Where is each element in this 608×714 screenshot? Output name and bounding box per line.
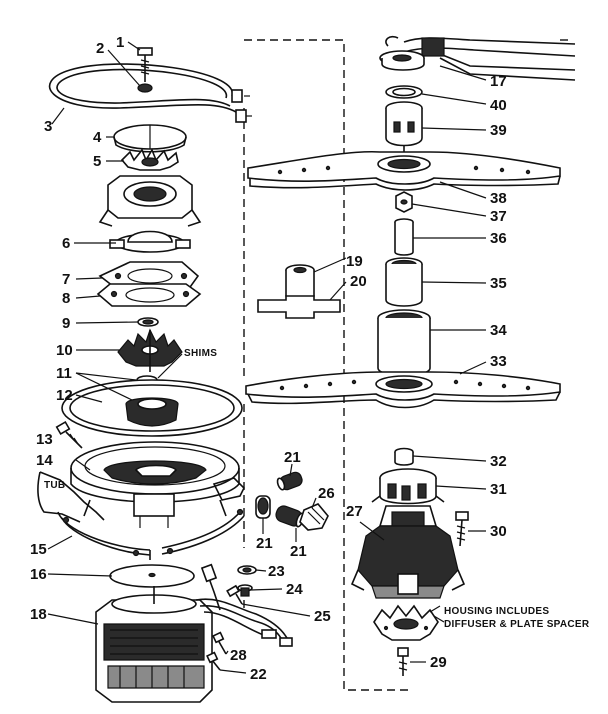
callout-labels: 1 2 3 4 5 6 7 8 9 10 11 12 13 14 15 16 1… — [30, 34, 507, 683]
part-20-bracket — [257, 295, 341, 319]
part-38-upper-spray-arm — [247, 150, 561, 191]
part-27-pump-housing — [350, 505, 466, 599]
note-shims: SHIMS — [184, 348, 217, 359]
callout-27: 27 — [346, 503, 363, 520]
part-32-cap — [394, 447, 414, 466]
callout-28: 28 — [230, 647, 247, 664]
diffuser-plate-spacer — [373, 604, 439, 641]
callout-32: 32 — [490, 453, 507, 470]
text-notes: SHIMS TUB HOUSING INCLUDES DIFFUSER & PL… — [44, 348, 590, 630]
callout-21-left: 21 — [256, 535, 273, 552]
callout-16: 16 — [30, 566, 47, 583]
callout-22: 22 — [250, 666, 267, 683]
callout-11: 11 — [56, 365, 72, 382]
part-28-screw — [212, 631, 227, 655]
part-7-gasket — [98, 261, 200, 291]
callout-6: 6 — [62, 235, 70, 252]
part-18-motor — [95, 563, 293, 703]
part-39-nozzle — [385, 101, 423, 154]
tub-outline — [37, 471, 245, 523]
part-35-sleeve — [385, 257, 423, 307]
callout-24: 24 — [286, 581, 303, 598]
part-14-pump-base — [70, 441, 240, 528]
part-37-nut — [395, 191, 413, 213]
part-19-hub — [285, 264, 315, 302]
part-26-clip — [299, 503, 329, 531]
callout-31: 31 — [490, 481, 507, 498]
part-30-bolt — [455, 511, 469, 547]
part-34-cylinder — [377, 309, 431, 377]
part-2-nut — [137, 83, 153, 93]
callout-23: 23 — [268, 563, 285, 580]
part-29-screw — [397, 647, 409, 676]
callout-18: 18 — [30, 606, 47, 623]
part-33-lower-spray-arm — [245, 371, 561, 409]
callout-2: 2 — [96, 40, 104, 57]
note-housing-line2: DIFFUSER & PLATE SPACER — [444, 619, 590, 630]
callout-38: 38 — [490, 190, 507, 207]
part-4-cover — [113, 124, 187, 153]
part-12-gasket-ring — [61, 379, 243, 437]
callout-19: 19 — [346, 253, 363, 270]
callout-10: 10 — [56, 342, 73, 359]
callout-34: 34 — [490, 322, 507, 339]
note-housing-line1: HOUSING INCLUDES — [444, 606, 549, 617]
part-3-heating-element — [49, 63, 252, 123]
callout-21-top: 21 — [284, 449, 301, 466]
callout-39: 39 — [490, 122, 507, 139]
callout-17: 17 — [490, 73, 507, 90]
part-22-screw — [206, 651, 221, 671]
part-10-impeller — [117, 328, 183, 372]
part-21-roller-b — [255, 495, 271, 519]
callout-26: 26 — [318, 485, 335, 502]
callout-40: 40 — [490, 97, 507, 114]
callout-14: 14 — [36, 452, 53, 469]
callout-15: 15 — [30, 541, 47, 558]
part-24-plug — [237, 584, 253, 597]
part-17-fill-tube — [379, 35, 576, 81]
part-16-motor-plate — [109, 564, 195, 588]
part-25-clip — [226, 584, 243, 605]
part-6-valve — [109, 230, 191, 253]
note-tub: TUB — [44, 480, 65, 491]
part-5-star-washer — [120, 148, 179, 171]
callout-4: 4 — [93, 129, 102, 146]
callout-7: 7 — [62, 271, 70, 288]
part-9-o-ring — [137, 317, 159, 327]
callout-13: 13 — [36, 431, 53, 448]
callout-30: 30 — [490, 523, 507, 540]
callout-37: 37 — [490, 208, 507, 225]
part-8-plate — [96, 283, 202, 307]
part-23-grommet — [237, 565, 257, 575]
part-31-housing-top — [371, 468, 445, 505]
callout-25: 25 — [314, 608, 331, 625]
leader-lines — [47, 41, 487, 674]
part-21-roller-c — [275, 505, 305, 528]
part-1-screw — [137, 47, 153, 82]
callout-5: 5 — [93, 153, 101, 170]
part-13-bolt — [55, 420, 83, 449]
callout-21-bottom: 21 — [290, 543, 307, 560]
callout-36: 36 — [490, 230, 507, 247]
part-36-tube — [394, 218, 414, 256]
callout-1: 1 — [116, 34, 124, 51]
callout-20: 20 — [350, 273, 367, 290]
part-40-ring — [385, 85, 423, 99]
part-15-retaining-ring — [57, 508, 245, 560]
part-21-roller-a — [276, 471, 303, 491]
assembly-boundary — [243, 39, 570, 691]
callout-35: 35 — [490, 275, 507, 292]
callout-3: 3 — [44, 118, 52, 135]
callout-29: 29 — [430, 654, 447, 671]
callout-33: 33 — [490, 353, 507, 370]
upper-housing-block — [98, 175, 202, 227]
callout-8: 8 — [62, 290, 70, 307]
callout-12: 12 — [56, 387, 73, 404]
callout-9: 9 — [62, 315, 70, 332]
